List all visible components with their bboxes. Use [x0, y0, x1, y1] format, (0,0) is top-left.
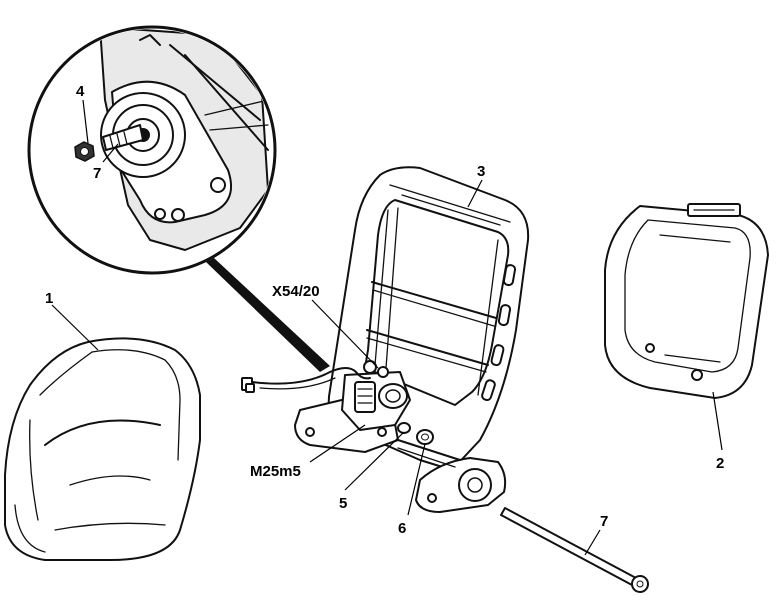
callout-m25m5: M25m5: [250, 463, 301, 480]
callout-5: 5: [339, 495, 347, 512]
callout-1: 1: [45, 290, 53, 307]
callout-4: 4: [76, 83, 85, 100]
callout-3: 3: [477, 163, 485, 180]
seat-cushion: [4, 337, 201, 561]
rear-shell: [604, 203, 769, 399]
callout-2: 2: [716, 455, 724, 472]
callout-7-detail: 7: [93, 165, 101, 182]
callout-6: 6: [398, 520, 406, 537]
detail-inset: [27, 25, 277, 275]
callout-7-rod: 7: [600, 513, 608, 530]
detail-leader: [206, 258, 330, 372]
detail-stud: [102, 124, 144, 151]
callout-x54-20: X54/20: [272, 283, 320, 300]
leader-lines: [51, 99, 723, 556]
pivot-rod: [500, 507, 649, 593]
wiring-harness: [241, 367, 371, 393]
backrest-frame: [294, 166, 530, 513]
